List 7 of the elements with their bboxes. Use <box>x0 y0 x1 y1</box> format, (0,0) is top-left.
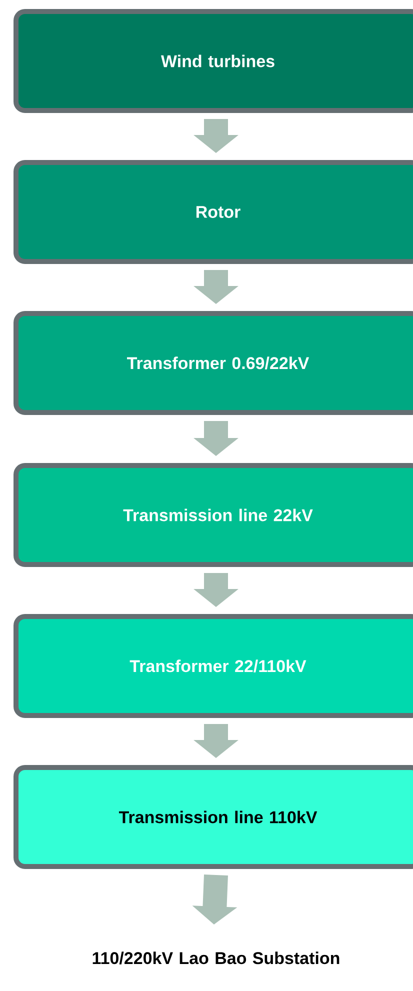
process-box: Wind turbines <box>14 9 413 113</box>
end-label: 110/220kV Lao Bao Substation <box>92 952 340 964</box>
process-box: Transformer 0.69/22kV <box>14 311 413 415</box>
process-box: Transformer 22/110kV <box>14 614 413 718</box>
process-box: Transmission line 22kV <box>14 463 413 567</box>
process-box: Transmission line 110kV <box>14 765 413 869</box>
process-box: Rotor <box>14 160 413 264</box>
